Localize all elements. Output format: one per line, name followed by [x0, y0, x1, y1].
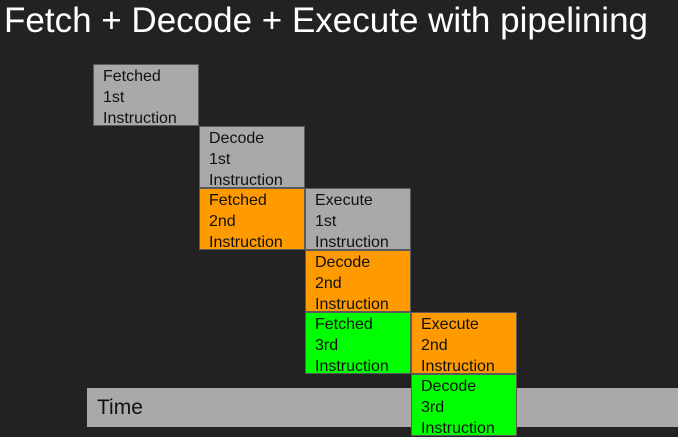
stage-line: Decode [315, 254, 371, 271]
stage-line: Instruction [315, 234, 389, 250]
stage-line: Instruction [209, 172, 283, 188]
stage-line: 1st [103, 89, 125, 106]
stage-line: Instruction [209, 234, 283, 250]
stage-line: 1st [315, 213, 337, 230]
stage-line: Fetched [209, 192, 267, 209]
stage-line: 3rd [421, 399, 445, 416]
stage-box-fetch-2nd: Fetched 2nd Instruction [199, 188, 305, 250]
slide-title: Fetch + Decode + Execute with pipelining [4, 1, 648, 40]
stage-line: Execute [315, 192, 373, 209]
stage-box-execute-2nd: Execute 2nd Instruction [411, 312, 517, 374]
stage-line: Instruction [421, 420, 495, 436]
stage-line: 1st [209, 151, 231, 168]
stage-line: Fetched [315, 316, 373, 333]
stage-box-execute-1st: Execute 1st Instruction [305, 188, 411, 250]
stage-line: Decode [421, 378, 477, 395]
stage-line: Instruction [421, 358, 495, 374]
time-axis-label: Time [97, 396, 143, 419]
stage-box-decode-2nd: Decode 2nd Instruction [305, 250, 411, 312]
stage-box-fetch-1st: Fetched 1st Instruction [93, 64, 199, 126]
stage-box-decode-1st: Decode 1st Instruction [199, 126, 305, 188]
stage-box-fetch-3rd: Fetched 3rd Instruction [305, 312, 411, 374]
stage-line: Execute [421, 316, 479, 333]
stage-line: 3rd [315, 337, 339, 354]
stage-line: 2nd [421, 337, 448, 354]
stage-line: 2nd [315, 275, 342, 292]
stage-line: Instruction [315, 358, 389, 374]
stage-line: Decode [209, 130, 265, 147]
stage-line: Instruction [315, 296, 389, 312]
stage-line: Instruction [103, 110, 177, 126]
time-axis-bar: Time [87, 388, 678, 427]
stage-line: 2nd [209, 213, 236, 230]
stage-box-decode-3rd: Decode 3rd Instruction [411, 374, 517, 436]
stage-line: Fetched [103, 68, 161, 85]
